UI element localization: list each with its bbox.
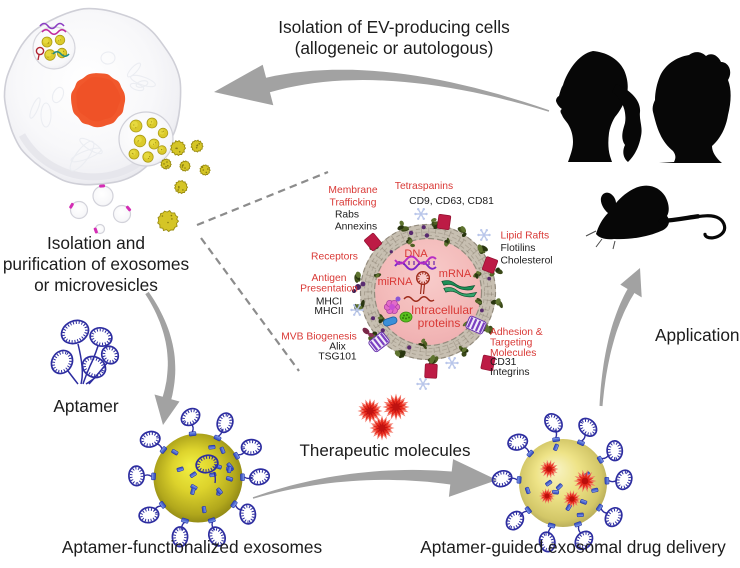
svg-text:Aptamer-guided exosomal drug d: Aptamer-guided exosomal drug delivery (420, 537, 726, 557)
svg-text:or microvesicles: or microvesicles (34, 275, 158, 295)
svg-text:Membrane: Membrane (328, 185, 377, 196)
svg-text:Adhesion &: Adhesion & (490, 327, 543, 338)
svg-text:Alix: Alix (329, 342, 346, 353)
svg-text:mRNA: mRNA (439, 268, 472, 280)
svg-text:CD9, CD63, CD81: CD9, CD63, CD81 (409, 196, 494, 207)
svg-text:Lipid Rafts: Lipid Rafts (501, 231, 550, 242)
svg-text:Aptamer-functionalized exosome: Aptamer-functionalized exosomes (62, 537, 323, 557)
svg-text:Intracellular: Intracellular (411, 303, 473, 317)
svg-text:Molecules: Molecules (490, 348, 536, 359)
svg-text:Cholesterol: Cholesterol (501, 256, 553, 267)
svg-text:Tetraspanins: Tetraspanins (395, 181, 453, 192)
svg-text:Isolation of EV-producing cell: Isolation of EV-producing cells (278, 17, 510, 37)
svg-text:CD31: CD31 (490, 357, 517, 368)
svg-text:Aptamer: Aptamer (53, 396, 119, 416)
svg-text:Antigen: Antigen (312, 273, 347, 284)
svg-text:Trafficking: Trafficking (330, 198, 377, 209)
svg-text:MHCII: MHCII (314, 306, 343, 317)
svg-text:purification of exosomes: purification of exosomes (3, 254, 190, 274)
svg-text:Application: Application (655, 325, 740, 345)
svg-text:TSG101: TSG101 (318, 352, 357, 363)
svg-text:Presentation: Presentation (300, 284, 358, 295)
svg-text:miRNA: miRNA (378, 276, 413, 288)
svg-text:proteins: proteins (418, 316, 461, 330)
svg-text:Flotilins: Flotilins (501, 243, 536, 254)
svg-text:Rabs: Rabs (335, 210, 359, 221)
svg-text:Receptors: Receptors (311, 252, 358, 263)
svg-text:Therapeutic molecules: Therapeutic molecules (299, 441, 470, 460)
svg-text:Targeting: Targeting (490, 338, 533, 349)
svg-text:MHCI: MHCI (316, 297, 342, 308)
svg-text:MVB Biogenesis: MVB Biogenesis (281, 332, 357, 343)
svg-text:Isolation and: Isolation and (47, 233, 145, 253)
svg-text:Integrins: Integrins (490, 367, 530, 378)
svg-text:Annexins: Annexins (335, 222, 377, 233)
svg-text:(allogeneic or autologous): (allogeneic or autologous) (295, 38, 494, 58)
